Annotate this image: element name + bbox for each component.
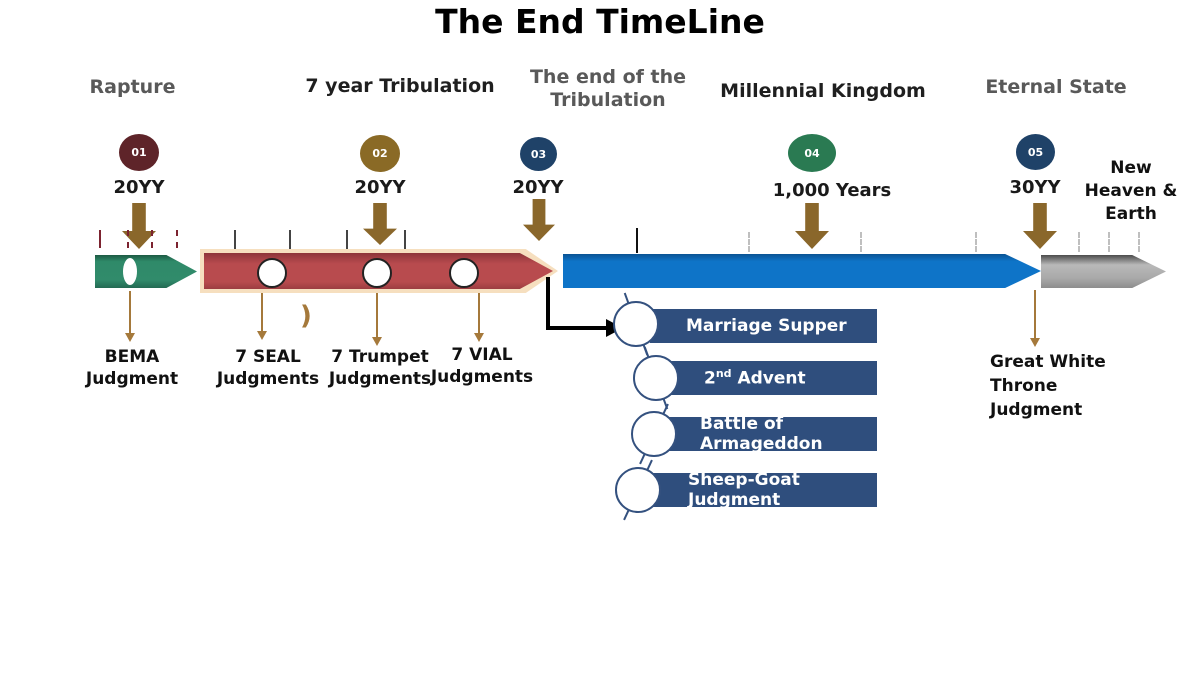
year-label-end-of-tribulation: 20YY [512,177,564,198]
tick-mark [127,230,129,248]
badge-circle-01: 01 [119,134,159,171]
timeline-marker-oval [123,258,137,285]
tick-mark [99,230,101,248]
phase-header-tribulation: 7 year Tribulation [305,75,495,97]
stray-paren-mark: ) [300,301,312,331]
event-circle [631,411,677,457]
timeline-segment-eternal-arrow [1041,255,1166,288]
badge-number: 04 [804,146,820,160]
badge-number: 02 [372,147,388,160]
connector-arrowhead-icon [474,333,484,342]
tick-mark [860,232,862,252]
phase-header-end-of-tribulation: The end of the Tribulation [529,66,687,112]
tick-mark [151,230,153,248]
vial-judgments-label: 7 VIAL Judgments [430,345,534,388]
connector-line [129,291,131,333]
down-arrow-icon [363,203,397,245]
tick-mark [1078,232,1080,252]
badge-circle-02: 02 [360,135,400,172]
tick-mark [234,230,236,250]
new-heaven-earth-label: New Heaven & Earth [1084,158,1178,224]
tick-mark [1138,232,1140,252]
elbow-connector-horizontal [546,326,608,330]
great-white-throne-label: Great White Throne Judgment [990,352,1106,420]
badge-circle-04: 04 [788,134,836,172]
tick-mark [748,232,750,252]
connector-line [376,293,378,337]
bema-judgment-label: BEMA Judgment [85,347,179,390]
event-bar-marriage-supper: Marriage Supper [650,309,877,343]
seal-judgments-label: 7 SEAL Judgments [216,347,320,390]
badge-number: 05 [1027,145,1044,159]
tick-mark [346,230,348,250]
event-circle [613,301,659,347]
event-label: Sheep-Goat Judgment [688,470,800,510]
connector-arrowhead-icon [125,333,135,342]
event-circle [633,355,679,401]
timeline-segment-rapture-arrow [95,255,197,288]
event-label: 2nd Advent [704,367,806,389]
phase-header-eternal-state: Eternal State [985,76,1127,98]
connector-line [261,293,263,331]
tick-mark [289,230,291,250]
down-arrow-icon [795,203,829,249]
connector-line [1034,290,1036,338]
event-bar-sheep-goat: Sheep-Goat Judgment [652,470,877,510]
badge-circle-05: 05 [1016,134,1055,170]
phase-header-millennial-kingdom: Millennial Kingdom [720,80,926,102]
phase-header-rapture: Rapture [89,76,176,98]
timeline-segment-millennial-arrow [563,254,1041,288]
down-arrow-icon [1023,203,1057,249]
connector-arrowhead-icon [1030,338,1040,347]
elbow-connector-vertical [546,277,550,330]
tick-mark [404,230,406,250]
page-title: The End TimeLine [435,2,765,41]
timeline-marker-dot [362,258,392,288]
event-label: Marriage Supper [686,316,847,336]
badge-number: 03 [530,147,547,161]
connector-arrowhead-icon [257,331,267,340]
tick-mark [176,230,178,248]
year-label-tribulation: 20YY [354,177,406,198]
down-arrow-icon [523,199,555,241]
year-label-rapture: 20YY [113,177,165,198]
event-bar-second-advent: 2nd Advent [670,361,877,395]
badge-circle-03: 03 [520,137,557,171]
event-circle [615,467,661,513]
badge-number: 01 [131,146,147,159]
year-label-millennial: 1,000 Years [772,180,892,201]
timeline-marker-dot [257,258,287,288]
connector-line [478,293,480,333]
trumpet-judgments-label: 7 Trumpet Judgments [328,347,432,390]
tick-mark [1108,232,1110,252]
connector-arrowhead-icon [372,337,382,346]
year-label-eternal: 30YY [1009,177,1061,198]
event-label: Battle of Armageddon [700,414,823,454]
tick-mark [975,232,977,252]
tick-mark [636,228,638,253]
event-bar-armageddon: Battle of Armageddon [668,414,877,454]
timeline-marker-dot [449,258,479,288]
